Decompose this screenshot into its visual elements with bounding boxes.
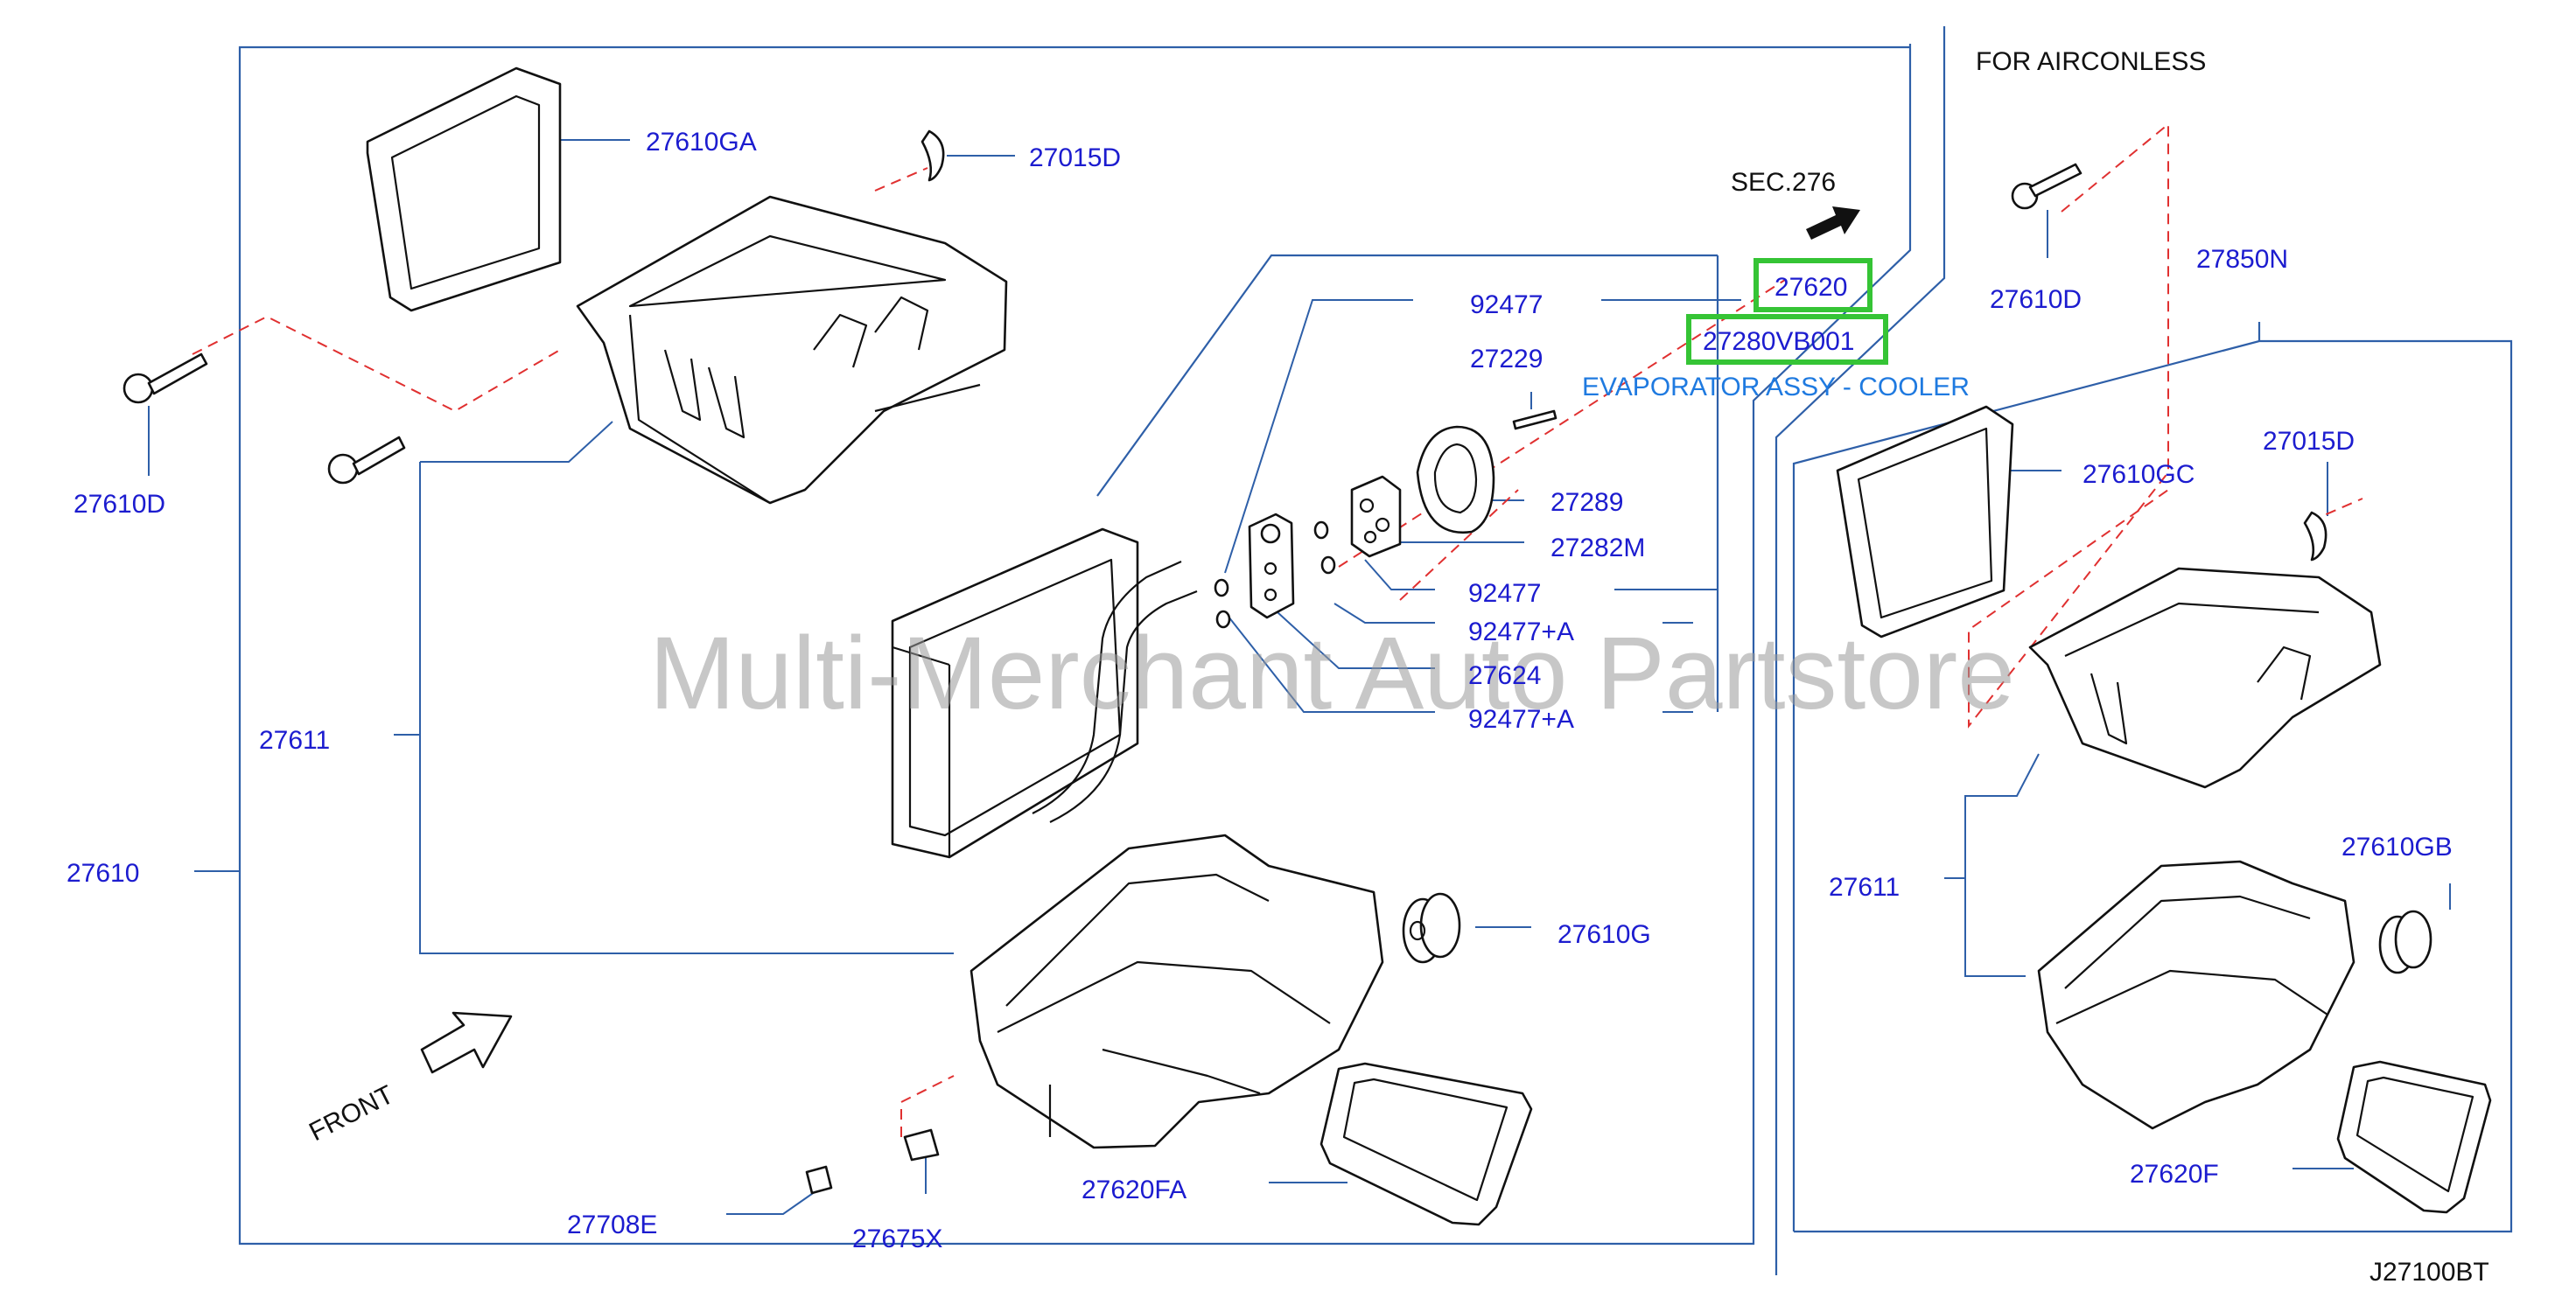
part-label-92477a-1[interactable]: 92477+A [1468, 618, 1574, 646]
part-27675x-clip [903, 1128, 940, 1162]
airconless-frame [1774, 26, 2513, 1275]
sec-276-arrow-icon [1806, 206, 1860, 240]
part-27229-pin [1512, 409, 1558, 430]
diagram-code: J27100BT [2370, 1258, 2489, 1287]
part-27611-lower-case-right [2037, 860, 2356, 1130]
part-label-27675x[interactable]: 27675X [852, 1225, 942, 1253]
part-label-27620fa[interactable]: 27620FA [1082, 1176, 1186, 1204]
part-label-27610g[interactable]: 27610G [1558, 920, 1651, 949]
part-27015d-clip-right [2303, 511, 2328, 562]
main-assembly-frame [238, 44, 1912, 1246]
sec-276-label: SEC.276 [1731, 168, 1836, 197]
part-label-27015d-right[interactable]: 27015D [2263, 427, 2355, 456]
highlight-box-27620 [1754, 258, 1872, 312]
part-27620fa-seal-frame [1320, 1062, 1533, 1226]
part-label-27289[interactable]: 27289 [1550, 488, 1623, 517]
part-27620f-seal-frame [2336, 1060, 2492, 1214]
part-label-27620[interactable]: 27620 [1774, 273, 1847, 302]
part-label-27610[interactable]: 27610 [66, 859, 139, 888]
part-evaporator-core [891, 527, 1198, 859]
part-label-27708e[interactable]: 27708E [567, 1211, 657, 1239]
part-o-rings-92477 [1214, 520, 1336, 629]
installation-guide-lines [192, 122, 2363, 1137]
part-27015d-clip-left [920, 129, 945, 182]
part-label-27611-right[interactable]: 27611 [1829, 873, 1900, 902]
part-27611-upper-case-right [2028, 567, 2382, 789]
part-27610gc-filter-frame [1836, 405, 2014, 639]
part-label-92477-top[interactable]: 92477 [1470, 290, 1543, 319]
part-27610gb-grommet [2378, 910, 2432, 974]
part-label-27610gb[interactable]: 27610GB [2342, 833, 2453, 862]
evaporator-description: EVAPORATOR ASSY - COOLER [1582, 373, 1970, 401]
part-label-27610d-left[interactable]: 27610D [74, 490, 165, 519]
part-label-27282m[interactable]: 27282M [1550, 534, 1645, 562]
part-label-27280vb001[interactable]: 27280VB001 [1703, 327, 1855, 356]
part-label-27611-left[interactable]: 27611 [259, 726, 330, 755]
part-27282m-block [1350, 475, 1402, 558]
part-label-27610gc[interactable]: 27610GC [2082, 460, 2194, 489]
part-27611-upper-case [576, 195, 1008, 505]
part-label-92477-mid[interactable]: 92477 [1468, 579, 1541, 608]
part-label-27620f[interactable]: 27620F [2130, 1160, 2219, 1189]
part-label-27610d-right[interactable]: 27610D [1990, 285, 2082, 314]
part-label-27015d-left[interactable]: 27015D [1029, 143, 1121, 172]
part-label-27850n[interactable]: 27850N [2196, 245, 2288, 274]
part-label-92477a-2[interactable]: 92477+A [1468, 705, 1574, 734]
part-screw-27610d-right [2011, 163, 2082, 210]
part-27708e-clip [805, 1165, 833, 1195]
part-27289-seal [1416, 425, 1495, 534]
part-label-27624[interactable]: 27624 [1468, 661, 1541, 690]
part-label-27610ga[interactable]: 27610GA [646, 128, 757, 157]
front-arrow-icon [420, 1011, 513, 1074]
part-screw-27610d-left [122, 352, 406, 485]
part-27624-expansion-valve [1248, 513, 1295, 619]
part-27610g-grommet [1402, 892, 1461, 964]
part-label-27229[interactable]: 27229 [1470, 345, 1543, 373]
front-label: FRONT [304, 1080, 398, 1147]
watermark: Multi-Merchant Auto Partstore [649, 616, 2015, 731]
airconless-title: FOR AIRCONLESS [1976, 47, 2206, 76]
leader-lines [148, 139, 2451, 1215]
highlight-box-27280vb001 [1686, 314, 1888, 365]
part-27610ga-filter-frame [366, 66, 562, 312]
part-27611-lower-case [970, 834, 1384, 1149]
